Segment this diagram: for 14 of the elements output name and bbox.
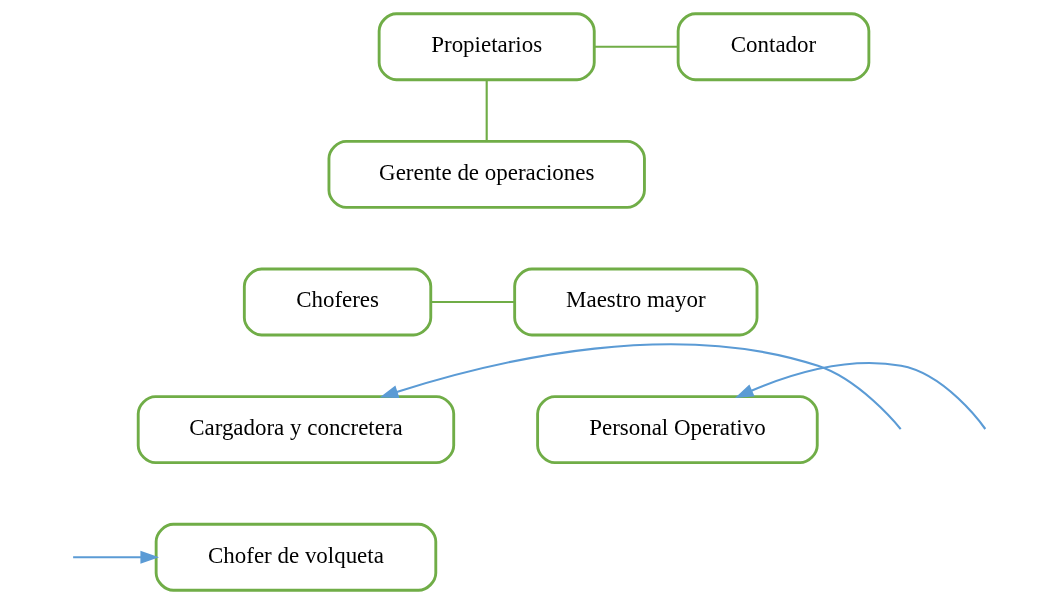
node-box: Contador — [676, 12, 870, 82]
arrow — [379, 343, 901, 430]
node-box: Chofer de volqueta — [154, 522, 437, 592]
node-box: Cargadora y concretera — [136, 395, 455, 465]
node-box: Gerente de operaciones — [327, 139, 646, 209]
arrow — [734, 362, 986, 430]
node-box: Maestro mayor — [512, 267, 758, 337]
node-box: Choferes — [242, 267, 432, 337]
connector — [593, 45, 678, 48]
arrow — [72, 550, 159, 564]
node-box: Personal Operativo — [535, 395, 819, 465]
connector — [430, 300, 514, 304]
connector — [485, 80, 488, 142]
node-box: Propietarios — [377, 12, 596, 82]
